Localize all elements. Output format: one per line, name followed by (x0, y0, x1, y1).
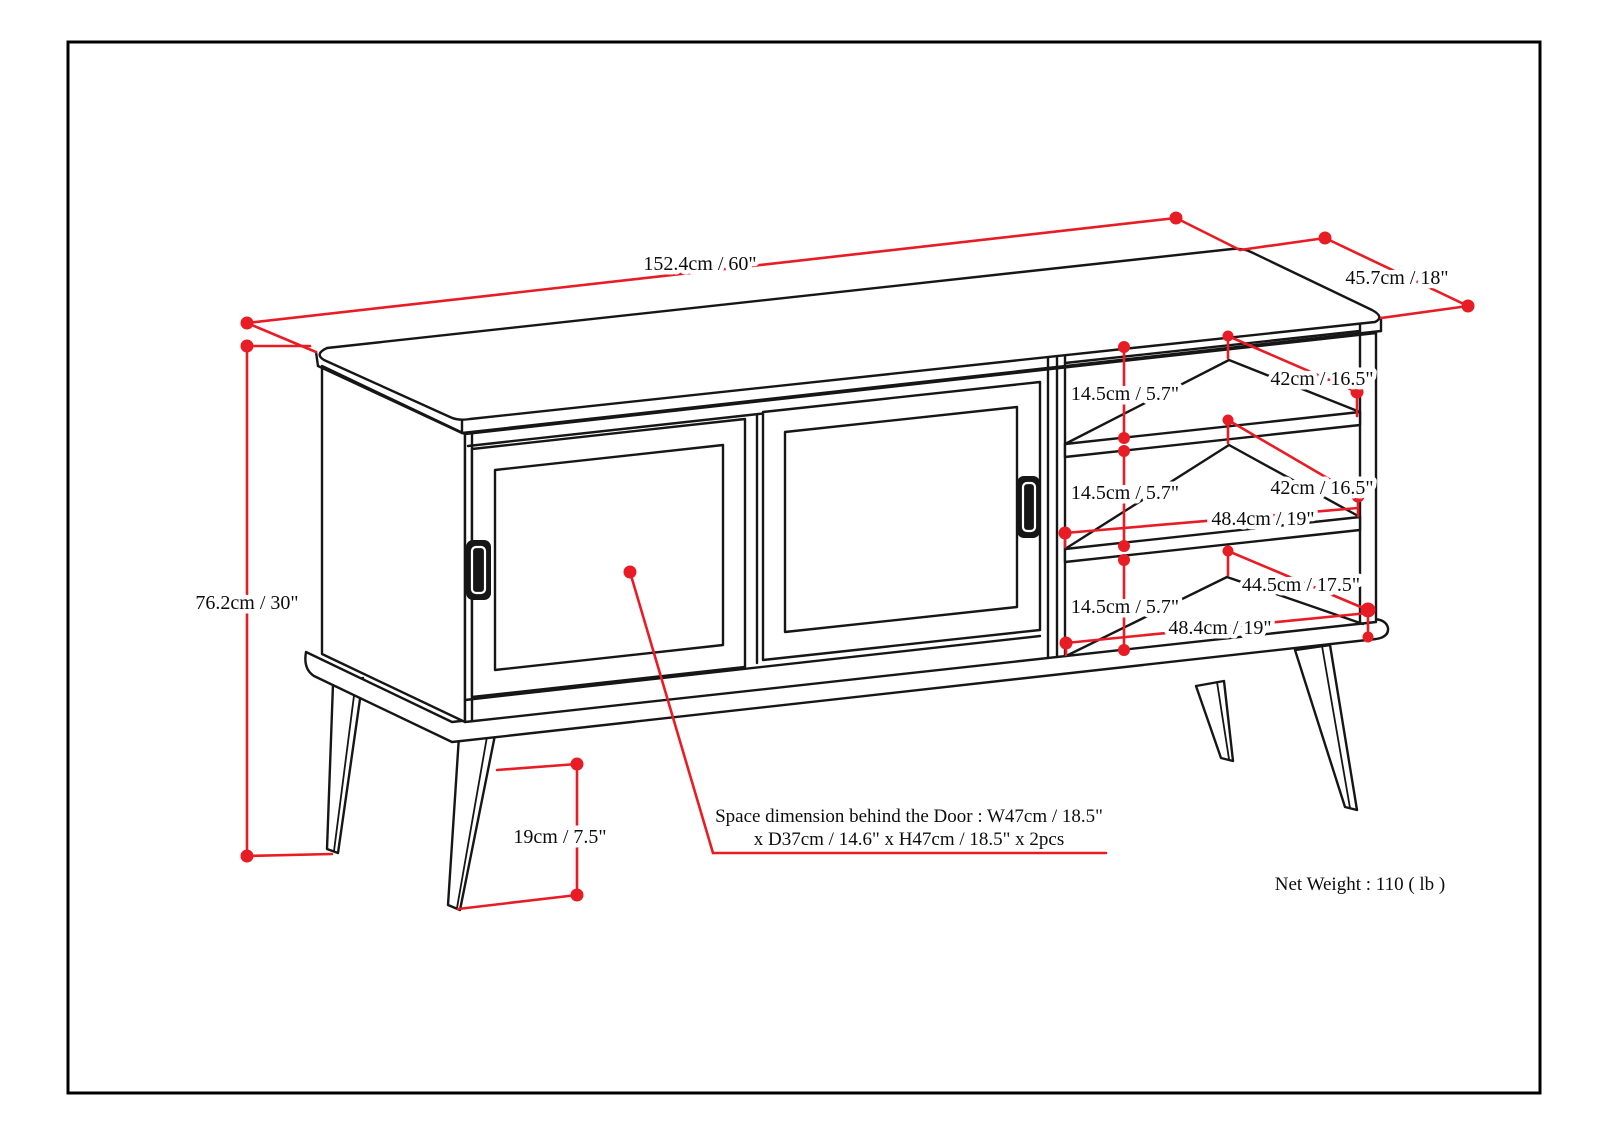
dim-depth-label: 45.7cm / 18" (1345, 267, 1448, 289)
left-door (466, 417, 747, 699)
dim-shelf-depth-1-label: 42cm / 16.5" (1270, 368, 1373, 390)
door-space-annotation-line1: Space dimension behind the Door : W47cm … (715, 806, 1103, 827)
dim-shelf-width-2: 48.4cm / 19" (1059, 611, 1370, 657)
right-door (761, 380, 1042, 662)
door-sill-line (463, 634, 1042, 702)
shelf-1 (1063, 358, 1362, 459)
dim-shelf-width-2-label: 48.4cm / 19" (1168, 617, 1271, 639)
dim-height: 76.2cm / 30" (191, 339, 334, 863)
dim-shelf-gap-1: 14.5cm / 5.7" (1066, 341, 1184, 444)
door-space-annotation: Space dimension behind the Door : W47cm … (623, 565, 1108, 855)
leg-front-right (1293, 643, 1359, 812)
dim-width-label: 152.4cm / 60" (643, 253, 756, 275)
dim-shelf-gap-2-label: 14.5cm / 5.7" (1071, 482, 1179, 504)
dim-width: 152.4cm / 60" (240, 211, 1242, 354)
dim-leg-height: 19cm / 7.5" (456, 757, 611, 911)
compartment-ceiling-line-2 (1063, 329, 1362, 365)
tv-stand-drawing (304, 247, 1390, 912)
left-door-handle (466, 540, 491, 600)
dim-height-label: 76.2cm / 30" (195, 592, 298, 614)
dim-bottom-shelf-depth-label: 44.5cm / 17.5" (1242, 574, 1360, 596)
dim-shelf-gap-2: 14.5cm / 5.7" (1066, 445, 1184, 552)
dim-shelf-depth-2-label: 42cm / 16.5" (1270, 477, 1373, 499)
shelf-2 (1063, 443, 1362, 564)
dim-shelf-depth-2: 42cm / 16.5" (1222, 414, 1378, 518)
dim-leg-height-label: 19cm / 7.5" (513, 826, 606, 848)
door-space-annotation-line2: x D37cm / 14.6" x H47cm / 18.5" x 2pcs (754, 829, 1065, 850)
net-weight-label: Net Weight : 110 ( lb ) (1275, 874, 1446, 895)
center-divider (1046, 352, 1067, 660)
dim-depth: 45.7cm / 18" (1238, 231, 1475, 320)
dim-shelf-width-1-label: 48.4cm / 19" (1211, 508, 1314, 530)
right-door-handle (1017, 476, 1040, 538)
dim-shelf-gap-1-label: 14.5cm / 5.7" (1071, 383, 1179, 405)
dim-shelf-gap-3: 14.5cm / 5.7" (1066, 554, 1184, 656)
dim-shelf-depth-1: 42cm / 16.5" (1222, 330, 1378, 418)
leg-back-right (1194, 679, 1235, 763)
shelf-compartment (1063, 319, 1365, 658)
dim-bottom-shelf-depth: 44.5cm / 17.5" (1222, 545, 1376, 643)
dim-shelf-gap-3-label: 14.5cm / 5.7" (1071, 596, 1179, 618)
dim-shelf-width-1: 48.4cm / 19" (1058, 504, 1360, 549)
